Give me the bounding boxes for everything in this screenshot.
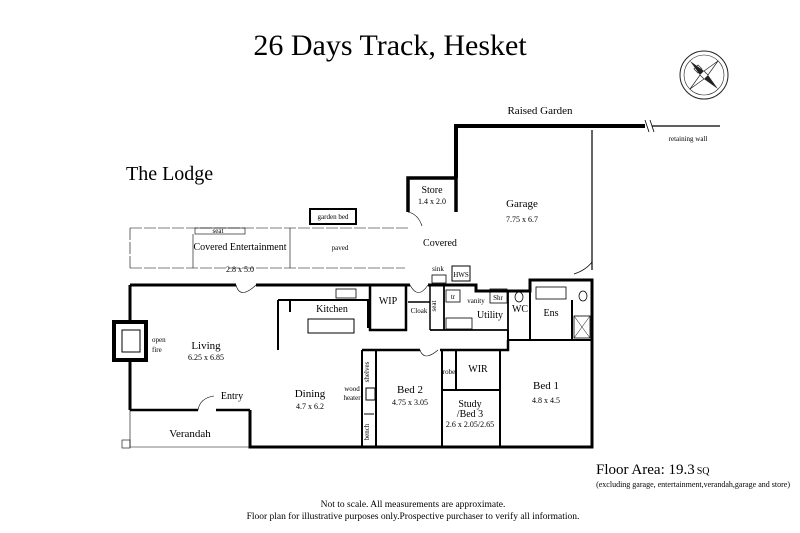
- label-bench: bench: [363, 423, 371, 440]
- label-study-bed3: /Bed 3: [457, 409, 483, 420]
- label-paved: paved: [332, 244, 349, 252]
- label-shelves: shelves: [363, 361, 371, 382]
- label-open-fire-1: open: [152, 336, 166, 344]
- label-covered-entertainment: Covered Entertainment: [193, 242, 286, 253]
- label-wood-heater-1: wood: [344, 385, 360, 393]
- label-garage-dim: 7.75 x 6.7: [506, 215, 538, 224]
- label-store: Store: [421, 185, 443, 196]
- garage-door-arc: [573, 261, 593, 275]
- covered-entertainment-outline: [129, 227, 408, 269]
- floor-area-note: (excluding garage, entertainment,veranda…: [596, 480, 790, 489]
- kitchen-walls: [277, 299, 369, 350]
- label-seat: seat: [213, 227, 224, 235]
- label-living: Living: [191, 340, 221, 352]
- hall-wall: [362, 340, 510, 352]
- label-entry: Entry: [221, 391, 243, 402]
- label-wood-heater-2: heater: [343, 394, 361, 402]
- house-outer-wall: [128, 278, 594, 449]
- robe-walls: [442, 350, 501, 447]
- label-kitchen: Kitchen: [316, 304, 348, 315]
- label-cloak: Cloak: [411, 307, 428, 315]
- label-store-dim: 1.4 x 2.0: [418, 197, 446, 206]
- label-bed2: Bed 2: [397, 384, 423, 396]
- disclaimer-line-1: Not to scale. All measurements are appro…: [321, 500, 506, 510]
- disclaimer-line-2: Floor plan for illustrative purposes onl…: [247, 511, 580, 522]
- label-covered: Covered: [423, 238, 457, 249]
- label-sink: sink: [432, 265, 444, 273]
- floor-area-unit: SQ: [697, 466, 711, 477]
- label-vanity: vanity: [467, 297, 485, 305]
- label-bed1-dim: 4.8 x 4.5: [532, 396, 560, 405]
- bed2-walls: [361, 350, 443, 447]
- label-ens: Ens: [544, 308, 559, 319]
- label-utility: Utility: [477, 310, 503, 321]
- label-tr: tr: [451, 293, 456, 301]
- ensuite-walls: [530, 300, 592, 341]
- label-study: Study: [458, 399, 481, 410]
- label-garage: Garage: [506, 198, 538, 210]
- label-bed2-dim: 4.75 x 3.05: [392, 398, 428, 407]
- label-open-fire-2: fire: [152, 346, 162, 354]
- label-covered-entertainment-dim: 2.8 x 5.0: [226, 265, 254, 274]
- compass-rose-icon: [679, 50, 729, 100]
- wood-heater: [365, 387, 376, 401]
- label-wir: WIR: [468, 364, 488, 375]
- label-wc: WC: [512, 304, 528, 315]
- building-name: The Lodge: [126, 163, 213, 185]
- hws-unit: [451, 265, 471, 282]
- label-wip: WIP: [379, 296, 398, 307]
- label-hws: HWS: [453, 271, 469, 279]
- label-shr: Shr: [493, 294, 503, 302]
- wip-walls: [368, 285, 408, 332]
- store-walls: [406, 176, 458, 212]
- seat-bench: [194, 227, 246, 235]
- label-bed1: Bed 1: [533, 380, 559, 392]
- label-verandah: Verandah: [169, 428, 211, 440]
- label-dining: Dining: [295, 388, 326, 400]
- garden-bed: [309, 208, 357, 225]
- wc-walls: [507, 290, 531, 341]
- retaining-wall: [454, 124, 645, 178]
- label-robe: robe: [443, 368, 455, 376]
- page-title: 26 Days Track, Hesket: [253, 29, 527, 62]
- label-living-dim: 6.25 x 6.85: [188, 353, 224, 362]
- kitchen-bench: [307, 318, 355, 334]
- label-retaining-wall: retaining wall: [669, 135, 708, 143]
- label-raised-garden: Raised Garden: [507, 105, 573, 117]
- cloak-walls: [408, 285, 431, 330]
- label-seat-small: seat: [430, 301, 438, 312]
- label-dining-dim: 4.7 x 6.2: [296, 402, 324, 411]
- label-study-dim: 2.6 x 2.05/2.65: [446, 420, 494, 429]
- label-garden-bed: garden bed: [318, 213, 349, 221]
